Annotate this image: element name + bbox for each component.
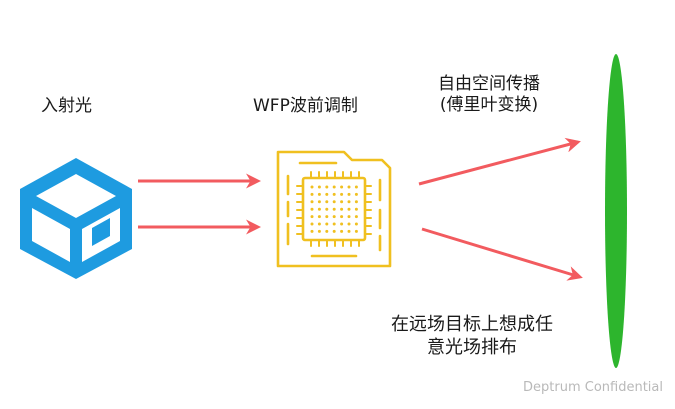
target-screen xyxy=(605,54,627,368)
chip-dot xyxy=(325,215,329,219)
chip-dot xyxy=(325,185,329,189)
chip-dot xyxy=(354,185,358,189)
propagation-label-line2: (傅里叶变换) xyxy=(439,95,539,116)
chip-dot xyxy=(310,215,314,219)
chip-dot xyxy=(347,215,351,219)
chip-dot xyxy=(347,192,351,196)
chip-dot xyxy=(340,200,344,204)
chip-icon xyxy=(276,150,392,268)
chip-dot xyxy=(332,200,336,204)
propagation-label-line1: 自由空间传播 xyxy=(438,74,540,94)
chip-dot xyxy=(317,192,321,196)
incident-light-label: 入射光 xyxy=(41,96,92,116)
chip-dot xyxy=(325,222,329,226)
chip-dot xyxy=(317,222,321,226)
chip-dot xyxy=(347,229,351,233)
chip-dot xyxy=(310,207,314,211)
chip-dot xyxy=(332,185,336,189)
chip-dot xyxy=(332,222,336,226)
chip-dot xyxy=(310,222,314,226)
chip-dot xyxy=(310,200,314,204)
output-arrow-down xyxy=(421,227,583,281)
chip-dot xyxy=(340,207,344,211)
chip-dot xyxy=(310,192,314,196)
output-arrow-up xyxy=(418,137,581,186)
chip-dot xyxy=(347,200,351,204)
wfp-modulation-label: WFP波前调制 xyxy=(253,96,358,116)
chip-dot xyxy=(325,200,329,204)
chip-dot xyxy=(340,192,344,196)
chip-dot xyxy=(354,222,358,226)
chip-dot xyxy=(347,185,351,189)
chip-dot xyxy=(317,229,321,233)
target-label-line1: 在远场目标上想成任 xyxy=(391,314,553,335)
chip-dot xyxy=(310,185,314,189)
chip-dot xyxy=(332,207,336,211)
chip-dot xyxy=(340,229,344,233)
chip-dot xyxy=(340,185,344,189)
target-label: 在远场目标上想成任 意光场排布 xyxy=(391,314,553,359)
watermark: Deptrum Confidential xyxy=(523,380,663,395)
chip-dot xyxy=(325,229,329,233)
chip-dot xyxy=(340,222,344,226)
chip-dot xyxy=(347,222,351,226)
chip-dot xyxy=(332,192,336,196)
chip-dot xyxy=(310,229,314,233)
propagation-label: 自由空间传播 (傅里叶变换) xyxy=(438,74,540,117)
cube-icon xyxy=(20,158,132,279)
chip-dot xyxy=(317,207,321,211)
chip-dot xyxy=(332,215,336,219)
chip-dot xyxy=(332,229,336,233)
target-label-line2: 意光场排布 xyxy=(427,336,517,358)
chip-dot xyxy=(354,207,358,211)
chip-dot xyxy=(317,185,321,189)
chip-dot xyxy=(317,215,321,219)
chip-dot xyxy=(340,215,344,219)
chip-dot xyxy=(354,192,358,196)
chip-dot xyxy=(317,200,321,204)
chip-dot-grid xyxy=(310,185,358,233)
chip-dot xyxy=(325,207,329,211)
chip-dot xyxy=(354,215,358,219)
chip-dot xyxy=(325,192,329,196)
chip-dot xyxy=(354,200,358,204)
chip-dot xyxy=(347,207,351,211)
chip-dot xyxy=(354,229,358,233)
